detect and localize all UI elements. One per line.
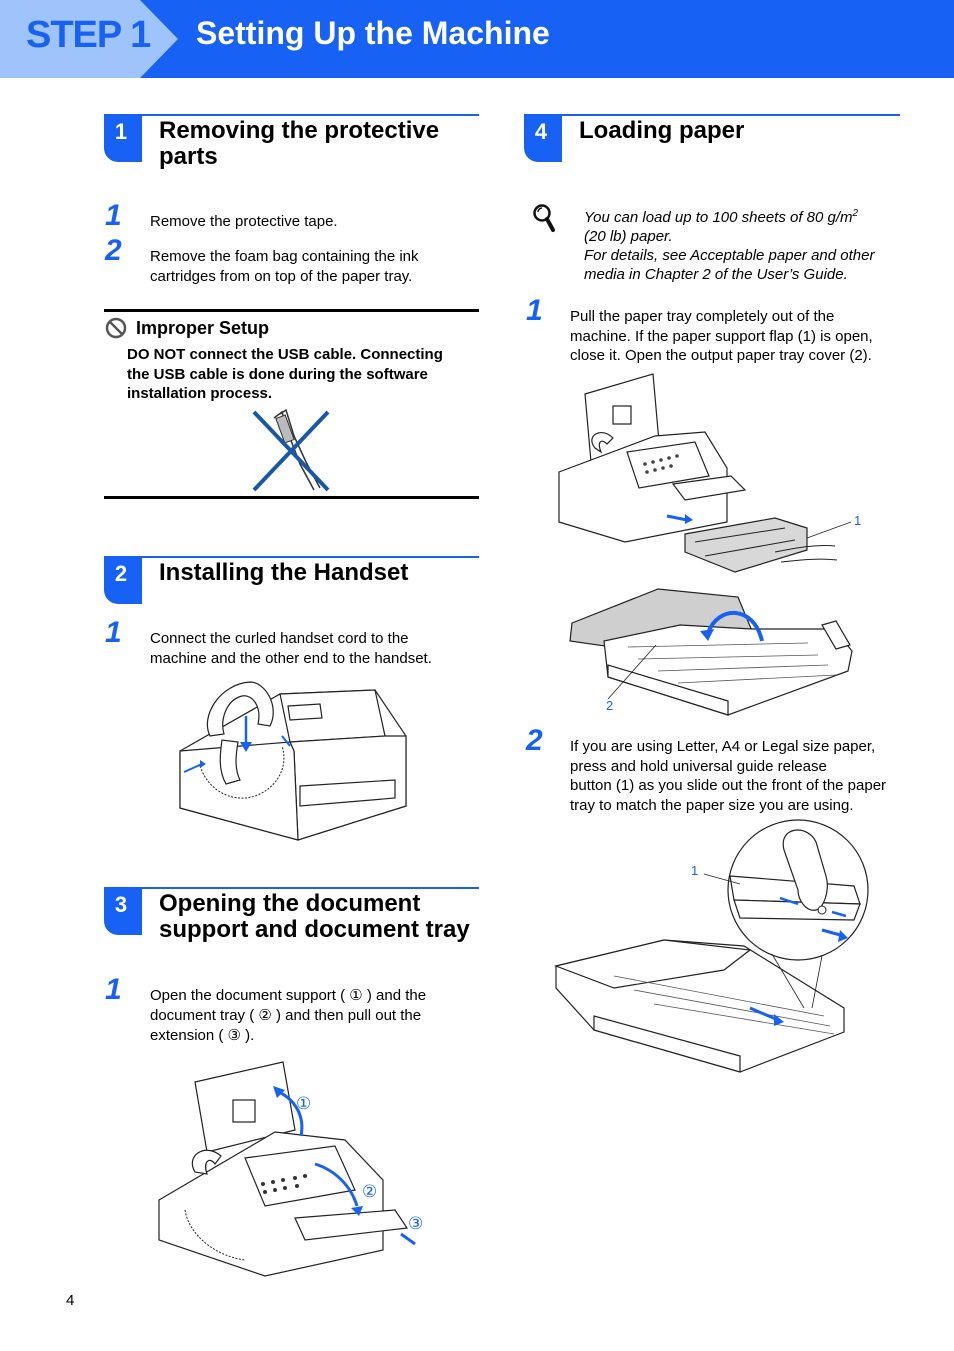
- section-4-header: 4 Loading paper: [524, 114, 900, 164]
- step-number: 2: [526, 724, 543, 757]
- section-rule: [104, 114, 479, 116]
- improper-bottom-rule: [104, 496, 479, 499]
- step-number: 1: [105, 199, 122, 232]
- section-title: Installing the Handset: [159, 559, 409, 586]
- step-tab-shape: [0, 0, 178, 78]
- section-badge: [104, 556, 142, 604]
- callout-extension: ③: [408, 1214, 424, 1233]
- section-badge: [104, 887, 142, 935]
- improper-text: DO NOT connect the USB cable. Connecting…: [127, 346, 443, 402]
- document-support-illustration: [158, 1061, 416, 1277]
- guide-release-illustration: [553, 819, 869, 1073]
- step-text: Open the document support ( ① ) and the …: [150, 987, 427, 1044]
- step-text: Remove the foam bag containing the ink c…: [150, 248, 419, 285]
- magnifier-note-icon: [533, 204, 555, 232]
- step-text: Pull the paper tray completely out of th…: [570, 308, 873, 364]
- step-text: If you are using Letter, A4 or Legal siz…: [570, 738, 887, 814]
- section-badge: [524, 114, 562, 162]
- section-1-header: 1 Removing the protective parts: [104, 114, 479, 170]
- improper-title: Improper Setup: [136, 318, 270, 338]
- page-title: Setting Up the Machine: [196, 15, 550, 51]
- page-number: 4: [66, 1292, 75, 1309]
- step-number: 1: [105, 616, 122, 649]
- section-title: Removing the protective parts: [159, 117, 440, 170]
- callout-guide-release-button: 1: [691, 863, 699, 878]
- step-label: STEP 1: [26, 14, 151, 56]
- improper-top-rule: [104, 309, 479, 312]
- section-title: Loading paper: [579, 117, 745, 144]
- section-number: 4: [534, 119, 548, 144]
- prohibited-icon: [105, 317, 127, 339]
- callout-paper-support-flap: 1: [854, 513, 862, 528]
- callout-output-tray-cover: 2: [606, 698, 614, 713]
- output-tray-cover-illustration: [569, 588, 853, 716]
- callout-document-tray: ②: [362, 1182, 378, 1201]
- step-number: 1: [105, 973, 122, 1006]
- section-number: 2: [114, 561, 128, 586]
- section-title: Opening the document support and documen…: [159, 890, 470, 943]
- paper-tray-removal-illustration: [558, 373, 852, 573]
- section-3-header: 3 Opening the document support and docum…: [104, 887, 479, 943]
- section-number: 3: [114, 892, 128, 917]
- section-badge: [104, 114, 142, 162]
- section-rule: [104, 556, 479, 558]
- handset-install-illustration: [179, 681, 407, 841]
- usb-cable-crossed-illustration: [252, 408, 330, 492]
- step-number: 2: [105, 234, 122, 267]
- section-number: 1: [114, 119, 128, 144]
- section-rule: [524, 114, 900, 116]
- step-text: Connect the curled handset cord to the m…: [150, 630, 432, 667]
- page-header: STEP 1 Setting Up the Machine: [0, 0, 954, 78]
- step-number: 1: [526, 294, 543, 327]
- note-text: You can load up to 100 sheets of 80 g/m2…: [584, 208, 875, 283]
- section-2-header: 2 Installing the Handset: [104, 556, 479, 606]
- section-rule: [104, 887, 479, 889]
- callout-document-support: ①: [296, 1094, 312, 1113]
- step-text: Remove the protective tape.: [150, 213, 338, 230]
